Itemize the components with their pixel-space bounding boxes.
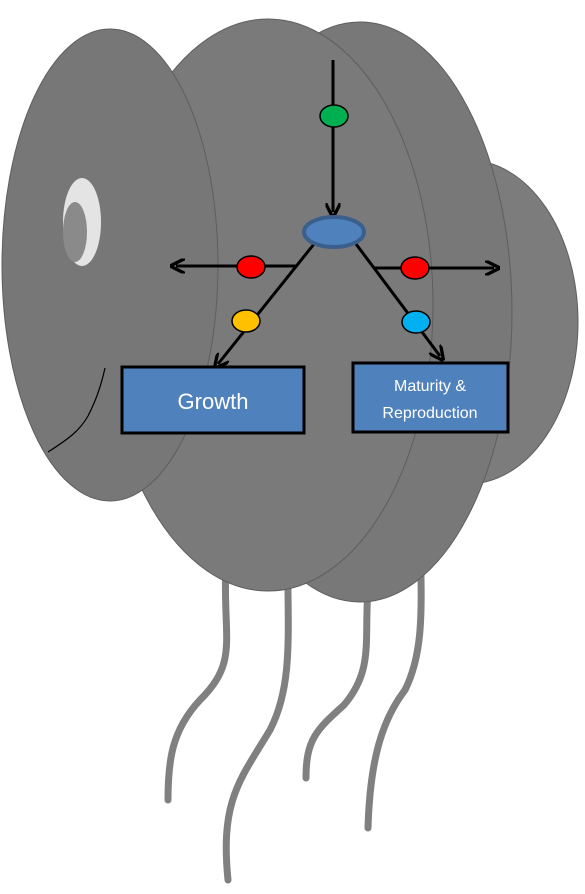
node-loss-right: [401, 257, 429, 279]
node-loss-left: [237, 256, 265, 278]
tendril-3: [306, 590, 368, 778]
eye-icon: [63, 178, 101, 266]
maturity-label-line1: Maturity &: [394, 378, 466, 395]
organism-body: [2, 19, 578, 602]
growth-label: Growth: [178, 389, 249, 414]
node-maturity: [402, 311, 430, 333]
tendril-1: [168, 560, 227, 800]
growth-box: Growth: [122, 367, 304, 433]
maturity-label-line2: Reproduction: [382, 405, 477, 422]
maturity-box: Maturity & Reproduction: [353, 363, 508, 432]
energy-hub: [304, 217, 364, 247]
node-input: [320, 105, 348, 127]
node-growth: [232, 310, 260, 332]
